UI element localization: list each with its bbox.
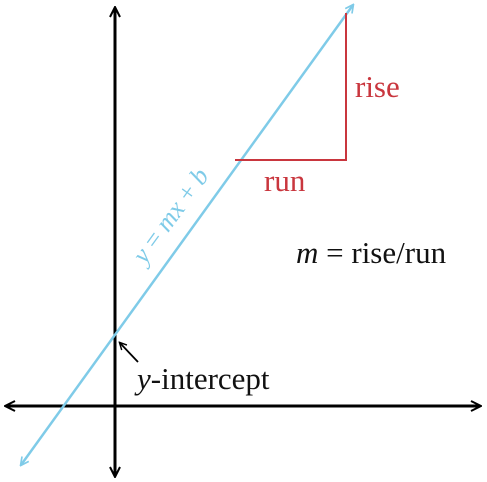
run-label: run [264, 163, 306, 198]
slope-formula: m = rise/run [296, 235, 447, 270]
intercept-y: y [134, 361, 151, 396]
line-equation-label: y = mx + b [125, 162, 215, 271]
formula-rest: = rise/run [318, 235, 446, 270]
slope-line [21, 5, 353, 465]
formula-m: m [296, 235, 318, 270]
intercept-pointer-icon [120, 343, 139, 363]
rise-label: rise [355, 69, 400, 104]
rise-run-triangle [235, 13, 347, 161]
y-intercept-label: y-intercept [134, 361, 270, 396]
intercept-rest: -intercept [151, 361, 270, 396]
